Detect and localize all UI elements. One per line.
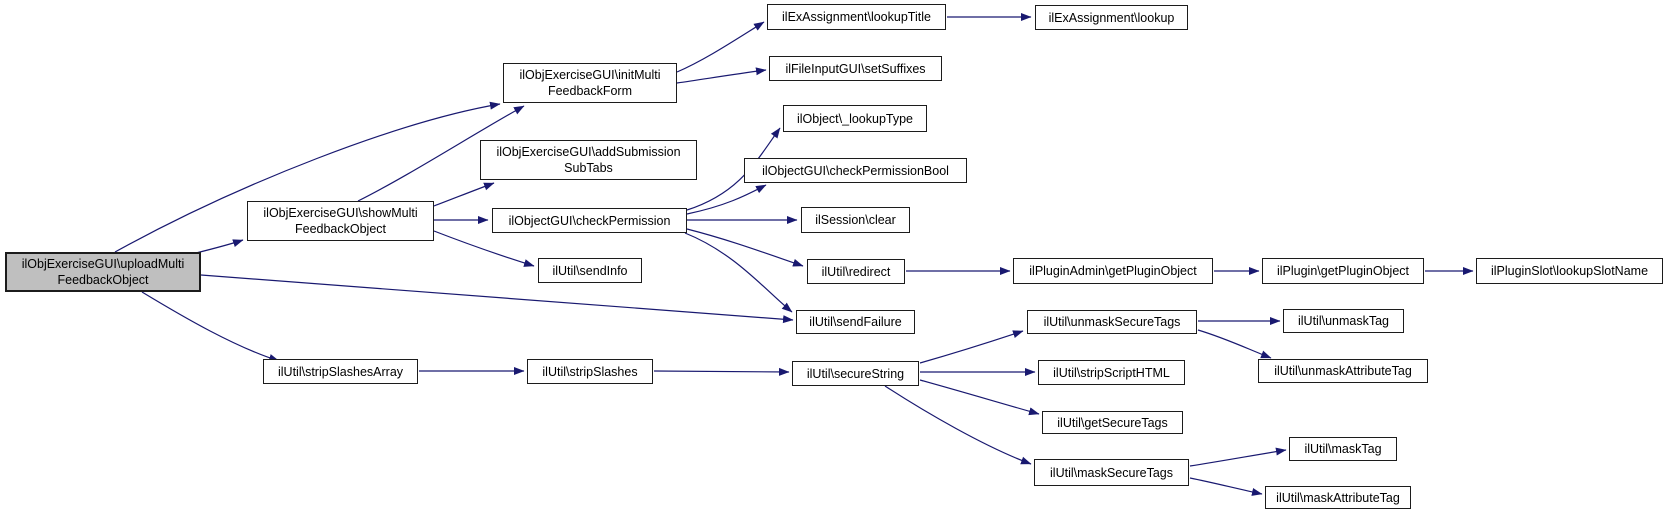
- node-init-multi-feedback-form[interactable]: ilObjExerciseGUI\initMulti FeedbackForm: [503, 63, 677, 103]
- node-strip-script-html[interactable]: ilUtil\stripScriptHTML: [1038, 360, 1185, 385]
- node-send-info[interactable]: ilUtil\sendInfo: [538, 258, 642, 283]
- edge-check-permission-to-check-permission-bool: [686, 184, 767, 215]
- node-plugin-get-plugin-object[interactable]: ilPlugin\getPluginObject: [1262, 258, 1424, 284]
- node-get-secure-tags[interactable]: ilUtil\getSecureTags: [1042, 411, 1183, 434]
- node-check-permission[interactable]: ilObjectGUI\checkPermission: [492, 208, 687, 233]
- edge-init-multi-to-set-suffixes: [676, 67, 767, 84]
- node-strip-slashes-array[interactable]: ilUtil\stripSlashesArray: [263, 359, 418, 384]
- node-lookup-type[interactable]: ilObject\_lookupType: [783, 105, 927, 132]
- node-mask-tag[interactable]: ilUtil\maskTag: [1289, 437, 1397, 461]
- edge-init-multi-to-lookup-title: [676, 21, 765, 73]
- node-check-permission-bool[interactable]: ilObjectGUI\checkPermissionBool: [744, 158, 967, 183]
- edge-secure-string-to-unmask-secure-tags: [919, 330, 1024, 364]
- node-plugin-admin-get-plugin-object[interactable]: ilPluginAdmin\getPluginObject: [1013, 258, 1213, 284]
- node-session-clear[interactable]: ilSession\clear: [801, 207, 910, 233]
- edge-upload-to-strip-slashes-array: [141, 291, 280, 362]
- node-unmask-attribute-tag[interactable]: ilUtil\unmaskAttributeTag: [1258, 359, 1428, 383]
- edge-secure-string-to-get-secure-tags: [919, 379, 1040, 416]
- node-send-failure[interactable]: ilUtil\sendFailure: [796, 310, 915, 334]
- edge-mask-secure-tags-to-mask-attribute-tag: [1189, 477, 1263, 496]
- edge-show-multi-to-send-info: [433, 230, 535, 267]
- edge-strip-slashes-to-secure-string: [653, 367, 790, 376]
- edge-show-multi-to-init-multi-feedback-form: [357, 105, 525, 202]
- edge-check-permission-to-redirect: [686, 228, 804, 267]
- edge-secure-string-to-mask-secure-tags: [884, 385, 1032, 465]
- node-set-suffixes[interactable]: ilFileInputGUI\setSuffixes: [769, 56, 942, 81]
- node-show-multi-feedback-object[interactable]: ilObjExerciseGUI\showMulti FeedbackObjec…: [247, 201, 434, 241]
- node-lookup-title[interactable]: ilExAssignment\lookupTitle: [767, 4, 946, 30]
- node-unmask-secure-tags[interactable]: ilUtil\unmaskSecureTags: [1027, 310, 1197, 334]
- node-redirect[interactable]: ilUtil\redirect: [807, 259, 905, 284]
- edge-check-permission-to-send-failure: [684, 232, 793, 313]
- edge-upload-to-show-multi-feedback-object: [195, 239, 244, 254]
- edge-upload-to-init-multi-feedback-form: [114, 101, 501, 253]
- node-lookup-slot-name[interactable]: ilPluginSlot\lookupSlotName: [1476, 258, 1663, 284]
- node-lookup[interactable]: ilExAssignment\lookup: [1035, 5, 1188, 30]
- edge-mask-secure-tags-to-mask-tag: [1189, 447, 1287, 467]
- node-unmask-tag[interactable]: ilUtil\unmaskTag: [1283, 309, 1404, 333]
- node-mask-secure-tags[interactable]: ilUtil\maskSecureTags: [1034, 459, 1189, 486]
- node-upload-multi-feedback-object[interactable]: ilObjExerciseGUI\uploadMulti FeedbackObj…: [5, 252, 201, 292]
- edge-unmask-secure-tags-to-unmask-attribute-tag: [1197, 329, 1272, 359]
- node-add-submission-sub-tabs[interactable]: ilObjExerciseGUI\addSubmission SubTabs: [480, 140, 697, 180]
- edge-upload-to-send-failure: [200, 274, 794, 324]
- node-mask-attribute-tag[interactable]: ilUtil\maskAttributeTag: [1265, 486, 1411, 509]
- node-strip-slashes[interactable]: ilUtil\stripSlashes: [527, 359, 653, 384]
- node-secure-string[interactable]: ilUtil\secureString: [792, 361, 919, 386]
- edge-show-multi-to-add-submission-sub-tabs: [433, 182, 495, 207]
